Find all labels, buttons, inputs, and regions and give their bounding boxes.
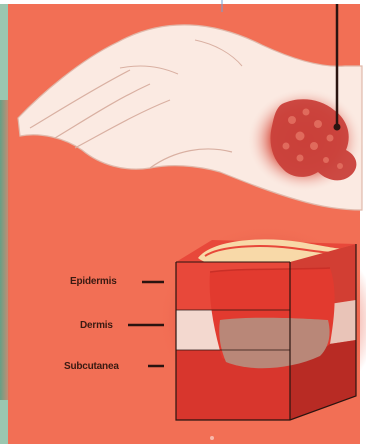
lesion	[247, 88, 363, 192]
label-subcutanea: Subcutanea	[64, 361, 119, 372]
skin-cross-section-cube	[158, 225, 366, 420]
label-epidermis: Epidermis	[70, 276, 117, 287]
label-dermis: Dermis	[80, 320, 113, 331]
